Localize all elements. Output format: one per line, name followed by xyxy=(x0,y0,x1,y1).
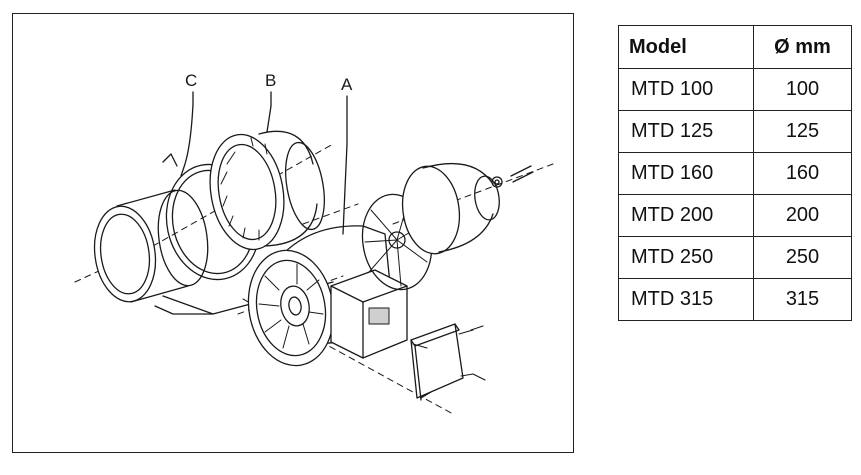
exploded-view-figure: C B A xyxy=(12,13,574,453)
table-row: MTD 315 315 xyxy=(618,278,852,321)
cover-screws xyxy=(412,325,486,399)
housing-ring xyxy=(209,130,325,251)
table-row: MTD 100 100 xyxy=(618,68,852,111)
cell-diameter: 250 xyxy=(753,236,852,279)
cell-model: MTD 200 xyxy=(618,194,754,237)
inlet-collar xyxy=(93,189,334,315)
cell-diameter: 200 xyxy=(753,194,852,237)
cell-diameter: 125 xyxy=(753,110,852,153)
header-model: Model xyxy=(618,25,754,69)
label-c: C xyxy=(185,71,197,90)
terminal-cover xyxy=(410,323,464,401)
model-diameter-table: Model Ø mm MTD 100 100 MTD 125 125 MTD 1… xyxy=(618,25,852,321)
label-leaders xyxy=(180,91,348,235)
cell-model: MTD 125 xyxy=(618,110,754,153)
outlet-collar xyxy=(401,162,500,255)
exploded-fan-drawing: C B A xyxy=(74,71,554,415)
cell-model: MTD 250 xyxy=(618,236,754,279)
table-row: MTD 200 200 xyxy=(618,194,852,237)
cell-model: MTD 100 xyxy=(618,68,754,111)
label-b: B xyxy=(265,71,276,90)
table-row: MTD 160 160 xyxy=(618,152,852,195)
table-header-row: Model Ø mm xyxy=(618,25,852,69)
cell-model: MTD 315 xyxy=(618,278,754,321)
cell-diameter: 160 xyxy=(753,152,852,195)
table-row: MTD 250 250 xyxy=(618,236,852,279)
header-diameter: Ø mm xyxy=(753,25,852,69)
cell-diameter: 100 xyxy=(753,68,852,111)
label-a: A xyxy=(341,75,353,94)
table-row: MTD 125 125 xyxy=(618,110,852,153)
mounting-screw xyxy=(491,165,534,188)
cell-diameter: 315 xyxy=(753,278,852,321)
cell-model: MTD 160 xyxy=(618,152,754,195)
motor-housing xyxy=(247,225,408,367)
